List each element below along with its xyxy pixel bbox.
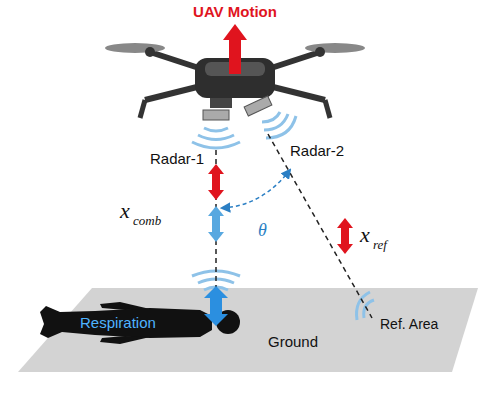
- subscript-label: comb: [133, 214, 161, 229]
- radar-2-beam: [268, 134, 372, 318]
- radar-label: Radar-1: [150, 150, 204, 167]
- symbol-label: x: [120, 198, 130, 223]
- subscript-label: ref: [373, 238, 387, 253]
- radar-1-box: [203, 110, 229, 120]
- ground-plane: [18, 288, 478, 372]
- radar-2-box: [244, 96, 272, 116]
- reference-label: Ref. Area: [380, 316, 438, 332]
- angle-arc: [222, 170, 290, 208]
- angle-label: θ: [258, 220, 267, 241]
- symbol-label: x: [360, 222, 370, 247]
- radar-waves: [192, 112, 374, 320]
- radar-label: Radar-2: [290, 142, 344, 159]
- motion-label: UAV Motion: [193, 3, 277, 20]
- ground-label: Ground: [268, 333, 318, 350]
- uav-motion-arrow: [223, 24, 247, 74]
- respiration-label: Respiration: [80, 314, 156, 331]
- motion-double-arrows: [204, 164, 353, 326]
